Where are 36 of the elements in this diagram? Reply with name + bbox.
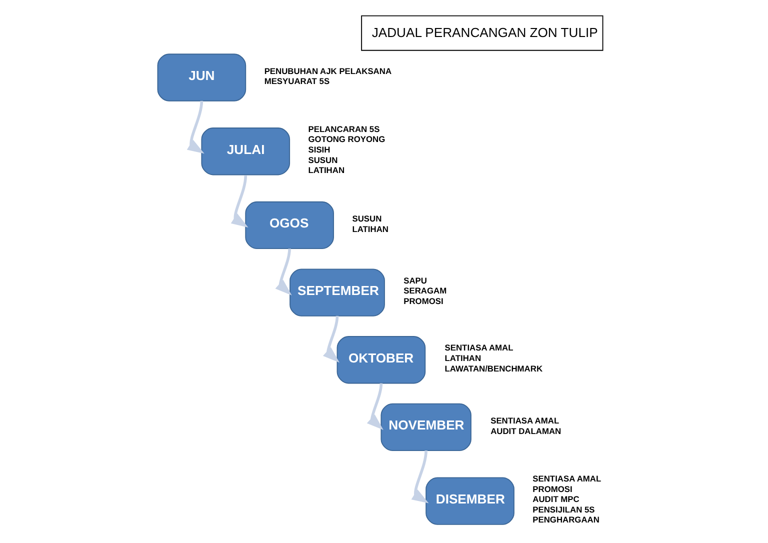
node-label: PELANCARAN 5S xyxy=(308,124,380,134)
node-box: DISEMBER xyxy=(426,477,514,525)
node-label: LAWATAN/BENCHMARK xyxy=(444,363,543,374)
node-label: SENTIASA AMAL xyxy=(490,416,560,426)
node-label: LATIHAN xyxy=(352,224,388,234)
node-label: SUSUN xyxy=(352,214,382,224)
node-label: PROMOSI xyxy=(404,296,444,306)
arrow xyxy=(275,248,292,296)
node-box: JUN xyxy=(157,54,246,102)
node-label: SERAGAM xyxy=(404,286,447,296)
node-label: PENSIJILAN 5S xyxy=(532,504,595,514)
node-label: LATIHAN xyxy=(308,165,345,176)
node-label: PENGHARGAAN xyxy=(532,514,600,525)
node-label: AUDIT DALAMAN xyxy=(490,426,562,436)
node-label: SUSUN xyxy=(308,154,338,165)
node-label: AUDIT MPC xyxy=(532,494,580,504)
node-box: OKTOBER xyxy=(336,336,426,384)
diagram-title: JADUAL PERANCANGAN ZON TULIP xyxy=(372,25,598,40)
node-box: SEPTEMBER xyxy=(290,268,385,316)
node-label: GOTONG ROYONG xyxy=(308,134,386,144)
arrow xyxy=(230,176,248,228)
node-label: SISIH xyxy=(308,144,330,154)
node-box: NOVEMBER xyxy=(380,403,472,452)
node-label: LATIHAN xyxy=(444,352,482,363)
arrow xyxy=(411,450,429,504)
arrow xyxy=(322,316,340,363)
node-label: SENTIASA AMAL xyxy=(532,474,602,484)
node-box: JULAI xyxy=(201,128,290,176)
node-box: OGOS xyxy=(245,201,334,250)
node-label: PROMOSI xyxy=(532,484,572,494)
node-label: PENUBUHAN AJK PELAKSANA xyxy=(264,66,392,76)
arrow xyxy=(186,100,204,154)
node-label: SAPU xyxy=(404,275,427,286)
arrow xyxy=(366,383,384,430)
node-label: SENTIASA AMAL xyxy=(444,342,514,353)
node-label: MESYUARAT 5S xyxy=(264,76,330,86)
